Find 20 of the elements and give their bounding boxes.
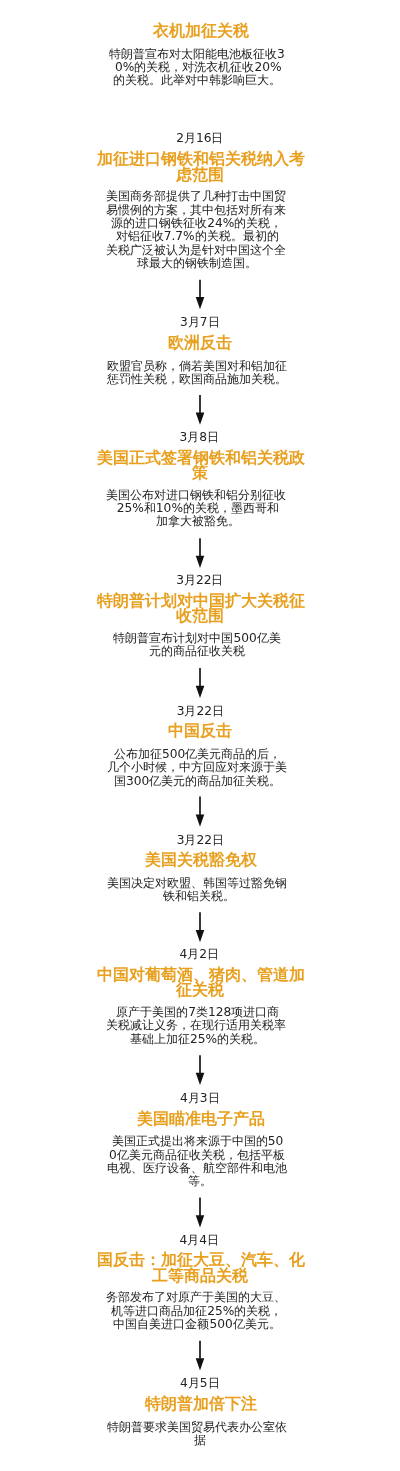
- node-text: 4月5日 特朗普加倍下注 特朗普要求美国贸易代表办公室依据: [106, 1376, 287, 1448]
- node-text: 3月22日 中国反击 公布加征500亿美元商品的后，几个小时候，中方回应对来源于美国300亿美元的商品加征关税。: [106, 703, 287, 788]
- node-text: 3月8日 美国正式签署钢铁和铝关税政策 美国公布对进口钢铁和铝分别征收25%和10%的关税，墨西哥和加拿大被豁免。: [96, 430, 305, 529]
- arrow: [195, 795, 205, 827]
- node-text: 3月22日 特朗普计划对中国扩大关税征收范围 特朗普宣布计划对中国500亿美元的商品征收关税: [96, 573, 305, 659]
- arrow: [195, 278, 205, 310]
- arrow: [195, 1196, 205, 1228]
- arrow: [195, 394, 205, 425]
- arrow: [195, 667, 205, 698]
- node-text: 4月4日 国反击：加征大豆、汽车、化工等商品关税 务部发布了对原产于美国的大豆、机等进口商品加征25%的关税，中国自美进口金额500亿美元。: [96, 1232, 305, 1332]
- node-text: 衣机加征关税 特朗普宣布对太阳能电池板征收30%的关税，对洗衣机征收20%的关税。此举对中韩影响巨大。: [108, 21, 285, 88]
- node-text: 4月2日 中国对葡萄酒、猪肉、管道加征关税 原产于美国的7类128项进口商关税减让义务，在现行适用关税率基础上加征25%的关税。: [96, 947, 305, 1046]
- arrow: [195, 1054, 205, 1086]
- node-text: 4月3日 美国瞄准电子产品 美国正式提出将来源于中国的500亿美元商品征收关税，包括平板电视、医疗设备、航空部件和电池等。: [106, 1091, 287, 1189]
- arrow: [195, 911, 205, 943]
- node-text: 3月7日 欧洲反击 欧盟官员称，倘若美国对和铝加征惩罚性关税，欧国商品施加关税。: [106, 315, 287, 386]
- arrow: [195, 1339, 205, 1371]
- arrow: [195, 537, 205, 568]
- node-text: 3月22日 美国关税豁免权 美国决定对欧盟、韩国等过豁免钢铁和铝关税。: [106, 832, 287, 904]
- node-text: 2月16日 加征进口钢铁和铝关税纳入考虑范围 美国商务部提供了几种打击中国贸易惯例的方案，其中包括对所有来源的进口钢铁征收24%的关税，对铝征收7.7%的关税。最初的关税广泛被认为是针对中国这个全球最大的钢铁制造国。: [96, 131, 305, 270]
